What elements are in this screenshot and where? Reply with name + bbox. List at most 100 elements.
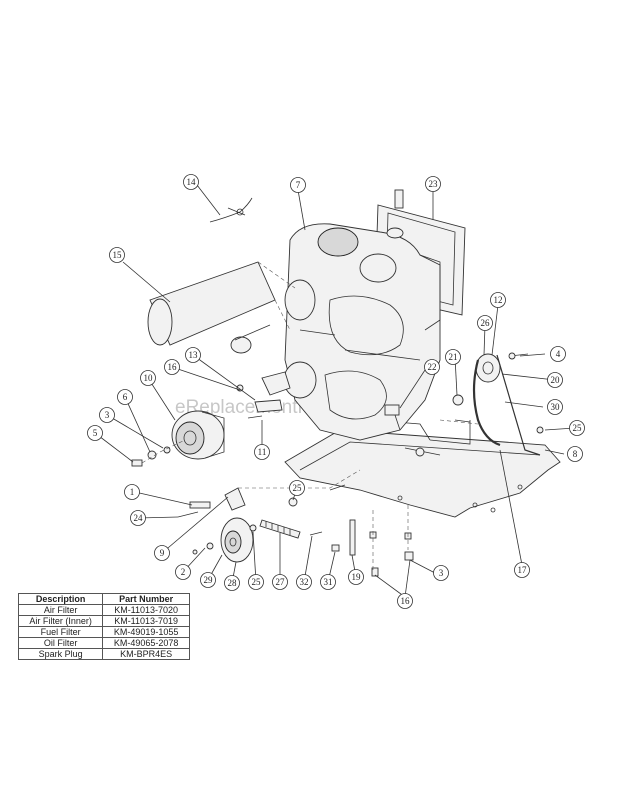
callout-21: 21 — [445, 349, 461, 365]
engine — [283, 223, 441, 441]
callout-31: 31 — [320, 574, 336, 590]
callout-25: 25 — [289, 480, 305, 496]
callout-circle — [200, 572, 216, 588]
callout-circle — [514, 562, 530, 578]
clutch-hardware — [131, 439, 186, 467]
callout-3: 3 — [99, 407, 115, 423]
table-cell-description: Air Filter — [17, 604, 104, 616]
callout-label: 8 — [573, 449, 578, 459]
table-cell-description: Oil Filter — [17, 637, 104, 649]
table-cell-part-number: KM-49019-1055 — [102, 626, 190, 638]
parts-table: Description Part Number Air Filter KM-11… — [17, 593, 190, 660]
callout-label: 23 — [429, 179, 439, 189]
callout-circle — [397, 593, 413, 609]
callout-label: 32 — [300, 577, 309, 587]
callout-label: 30 — [551, 402, 561, 412]
callout-28: 28 — [224, 575, 240, 591]
callout-label: 15 — [113, 250, 123, 260]
callout-circle — [490, 292, 506, 308]
callout-label: 25 — [573, 423, 583, 433]
table-row: Air Filter KM-11013-7020 — [17, 604, 190, 616]
callout-14: 14 — [183, 174, 199, 190]
table-cell-part-number: KM-11013-7020 — [102, 604, 190, 616]
callout-circle — [425, 176, 441, 192]
table-cell-description: Spark Plug — [17, 648, 104, 660]
callout-19: 19 — [348, 569, 364, 585]
table-cell-part-number: KM-BPR4ES — [102, 648, 190, 660]
callout-circle — [569, 420, 585, 436]
callout-32: 32 — [296, 574, 312, 590]
callout-label: 11 — [258, 447, 267, 457]
callout-label: 16 — [401, 596, 411, 606]
callout-3: 3 — [433, 565, 449, 581]
callout-label: 13 — [189, 350, 199, 360]
callout-label: 29 — [204, 575, 214, 585]
callout-6: 6 — [117, 389, 133, 405]
callout-circle — [185, 347, 201, 363]
callout-circle — [140, 370, 156, 386]
table-cell-part-number: KM-11013-7019 — [102, 615, 190, 627]
table-row: Oil Filter KM-49065-2078 — [17, 637, 190, 649]
frame-plate — [284, 417, 561, 518]
callout-25: 25 — [248, 574, 264, 590]
callout-label: 24 — [134, 513, 144, 523]
table-row: Spark Plug KM-BPR4ES — [17, 648, 190, 660]
callout-16: 16 — [397, 593, 413, 609]
callout-5: 5 — [87, 425, 103, 441]
callout-circle — [547, 372, 563, 388]
callout-label: 9 — [160, 548, 165, 558]
table-row: Fuel Filter KM-49019-1055 — [17, 626, 190, 638]
callout-22: 22 — [424, 359, 440, 375]
callout-circle — [99, 407, 115, 423]
callout-circle — [550, 346, 566, 362]
callout-11: 11 — [254, 444, 270, 460]
table-row: Air Filter (Inner) KM-11013-7019 — [17, 615, 190, 627]
callout-label: 3 — [439, 568, 444, 578]
column-header-description: Description — [17, 593, 104, 605]
callout-circle — [296, 574, 312, 590]
callout-label: 28 — [228, 578, 238, 588]
callout-group: 1233456789101112131415161617192021222324… — [87, 174, 585, 609]
callout-label: 21 — [449, 352, 458, 362]
callout-label: 25 — [293, 483, 303, 493]
callout-12: 12 — [490, 292, 506, 308]
callout-26: 26 — [477, 315, 493, 331]
callout-label: 14 — [187, 177, 197, 187]
upper-pulley — [452, 352, 529, 406]
linkage-rod — [404, 426, 544, 457]
callout-13: 13 — [185, 347, 201, 363]
callout-15: 15 — [109, 247, 125, 263]
callout-label: 25 — [252, 577, 262, 587]
muffler — [147, 261, 296, 354]
callout-circle — [224, 575, 240, 591]
callout-8: 8 — [567, 446, 583, 462]
brackets — [236, 371, 401, 431]
callout-2: 2 — [175, 564, 191, 580]
callout-circle — [109, 247, 125, 263]
bottom-hardware — [331, 505, 414, 577]
callout-17: 17 — [514, 562, 530, 578]
callout-circle — [164, 359, 180, 375]
table-header-row: Description Part Number — [17, 593, 190, 605]
callout-9: 9 — [154, 545, 170, 561]
callout-label: 26 — [481, 318, 491, 328]
callout-label: 1 — [130, 487, 135, 497]
callout-circle — [567, 446, 583, 462]
table-cell-part-number: KM-49065-2078 — [102, 637, 190, 649]
callout-30: 30 — [547, 399, 563, 415]
clutch — [171, 410, 225, 460]
callout-circle — [175, 564, 191, 580]
callout-circle — [183, 174, 199, 190]
callout-circle — [445, 349, 461, 365]
callout-10: 10 — [140, 370, 156, 386]
callout-label: 10 — [144, 373, 154, 383]
belt — [439, 354, 541, 456]
column-header-part-number: Part Number — [102, 593, 190, 605]
callout-circle — [424, 359, 440, 375]
idler-assembly — [177, 469, 361, 563]
callout-circle — [477, 315, 493, 331]
callout-circle — [272, 574, 288, 590]
callout-circle — [254, 444, 270, 460]
callout-circle — [290, 177, 306, 193]
